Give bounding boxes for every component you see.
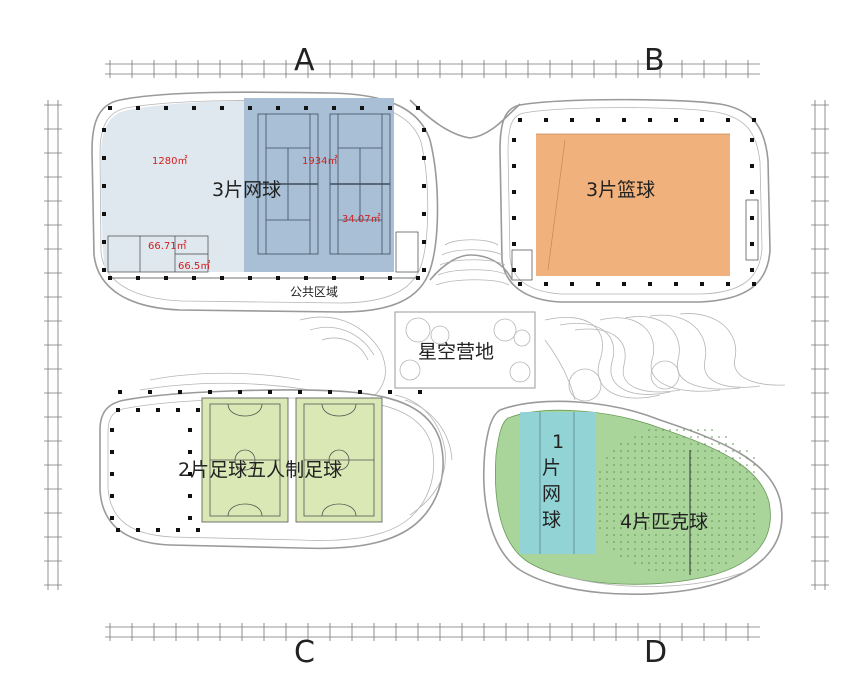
star-camp-plaza	[394, 311, 536, 389]
left-landscape	[139, 316, 386, 396]
zone-c-building	[99, 389, 453, 550]
pickleball-texture	[599, 429, 755, 571]
star-camp-label: 星空营地	[418, 341, 494, 363]
top-ruler	[105, 60, 760, 78]
area-label-a3: 34.07㎡	[342, 213, 381, 225]
basketball-3-label: 3片篮球	[586, 179, 655, 201]
svg-text:1: 1	[552, 431, 564, 453]
zone-b-building	[499, 98, 771, 303]
svg-text:片: 片	[542, 457, 561, 479]
tennis-1-label: 1 片 网 球	[542, 431, 564, 531]
central-connector	[409, 99, 521, 286]
pickleball-4-label: 4片匹克球	[620, 511, 708, 533]
tennis-a-courts	[244, 98, 394, 272]
zone-a-rooms	[107, 231, 419, 273]
zone-d-building	[482, 400, 783, 596]
tennis-a-zone-light	[101, 101, 246, 272]
zone-a-building	[91, 91, 439, 313]
bottom-ruler	[105, 623, 760, 641]
area-label-a4: 66.71㎡	[148, 240, 187, 252]
right-ruler	[811, 100, 829, 590]
area-label-a5: 66.5㎡	[178, 260, 210, 272]
structural-columns	[102, 106, 756, 532]
left-ruler	[44, 100, 62, 590]
area-label-a1: 1280㎡	[152, 155, 187, 167]
area-label-a2: 1934㎡	[302, 155, 337, 167]
basketball-courts	[536, 134, 730, 276]
zone-label-c: C	[294, 635, 315, 670]
svg-text:网: 网	[542, 483, 561, 505]
zone-label-b: B	[644, 43, 665, 78]
zone-label-d: D	[644, 635, 667, 670]
tennis-a-court-lines	[257, 113, 391, 255]
public-area-label: 公共区域	[290, 285, 338, 299]
zone-label-a: A	[294, 43, 315, 78]
svg-text:球: 球	[542, 509, 561, 531]
tennis-3-label: 3片网球	[212, 179, 281, 201]
tennis-d-court	[520, 412, 596, 554]
landscape-waves	[544, 313, 786, 402]
football-label: 2片足球五人制足球	[178, 459, 342, 481]
